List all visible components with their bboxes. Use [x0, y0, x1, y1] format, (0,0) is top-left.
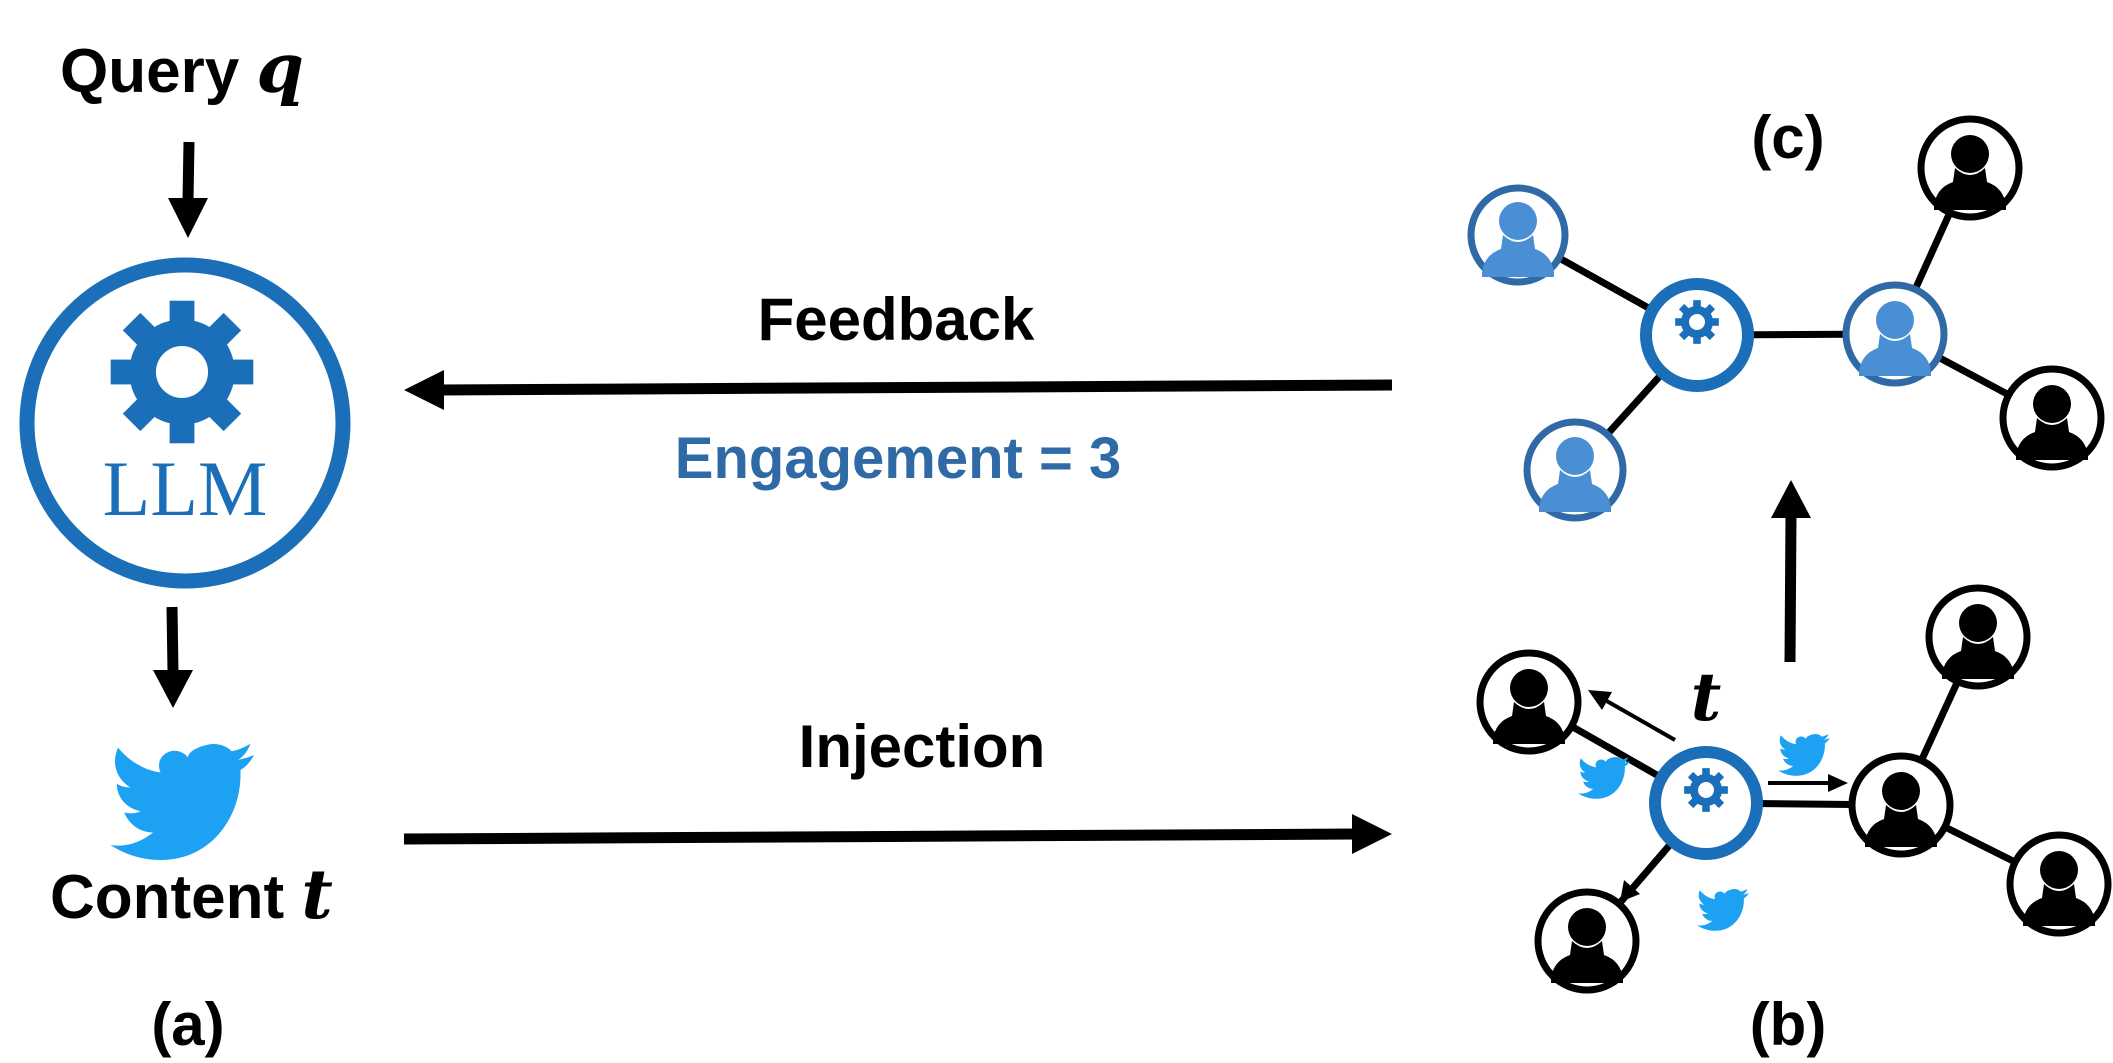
propagation-arrow [1620, 851, 1667, 902]
user-node-engaged [1467, 184, 1569, 286]
injection-label: Injection [799, 713, 1046, 780]
gear-icon [1684, 768, 1728, 812]
twitter-bird-icon [1697, 888, 1749, 931]
engagement-label: Engagement = 3 [675, 426, 1121, 491]
user-node [1917, 115, 2023, 221]
panel-b-label: (b) [1750, 991, 1827, 1058]
user-node [2006, 831, 2112, 937]
panel-c-label: (c) [1751, 104, 1824, 171]
panel-a-label: (a) [151, 991, 224, 1058]
content-var-b: t [1691, 658, 1722, 736]
user-node [1999, 365, 2105, 471]
user-node [1848, 752, 1954, 858]
user-node [1925, 584, 2031, 690]
propagation-arrow [1768, 774, 1848, 792]
llm-node: LLM [19, 257, 351, 589]
user-node [1534, 888, 1640, 994]
gear-icon [1675, 300, 1719, 344]
user-node-engaged [1523, 418, 1627, 522]
content-label: Content t [50, 855, 333, 935]
llm-label: LLM [103, 445, 268, 532]
user-node [1476, 649, 1582, 755]
user-node-engaged [1842, 281, 1948, 387]
feedback-label: Feedback [758, 286, 1035, 353]
arrow-llm-to-content [153, 606, 193, 708]
feedback-arrow [404, 370, 1393, 410]
llm-agent-node-b [1649, 746, 1763, 860]
propagation-arrow [1588, 690, 1676, 742]
gear-icon [110, 300, 254, 444]
arrow-query-to-llm [168, 141, 208, 238]
llm-agent-node-c [1640, 278, 1754, 392]
twitter-bird-icon [1578, 756, 1630, 799]
arrow-b-to-c [1771, 480, 1811, 663]
injection-arrow [403, 814, 1392, 854]
twitter-bird-icon [1778, 733, 1830, 776]
query-label: Query q [60, 29, 304, 109]
twitter-bird-icon [110, 743, 255, 860]
